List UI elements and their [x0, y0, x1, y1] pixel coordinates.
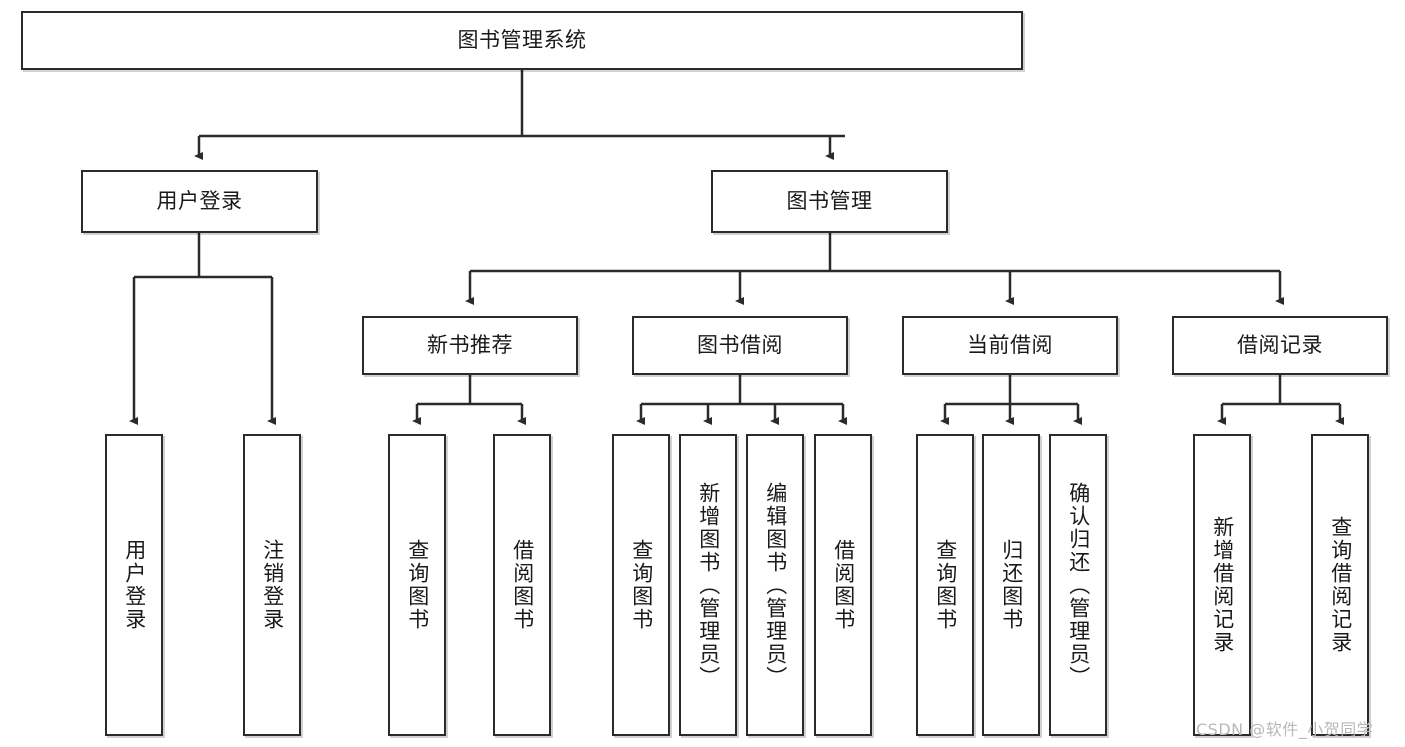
node-leaf-query-book-2[interactable]: 查询图书 — [612, 434, 670, 736]
node-leaf-query-book-2-label: 查询图书 — [629, 539, 654, 631]
node-leaf-user-login-label: 用户登录 — [122, 539, 147, 631]
node-leaf-logout-label: 注销登录 — [260, 539, 285, 631]
csdn-watermark: CSDN @软件_小贺同学 — [1196, 720, 1374, 739]
node-new-book-recommend[interactable]: 新书推荐 — [362, 316, 578, 375]
node-leaf-confirm-return[interactable]: 确认归还（管理员） — [1049, 434, 1107, 736]
node-leaf-query-book-1-label: 查询图书 — [405, 539, 430, 631]
node-leaf-confirm-return-label: 确认归还（管理员） — [1066, 481, 1091, 689]
node-borrow-record[interactable]: 借阅记录 — [1172, 316, 1388, 375]
node-user-login-label: 用户登录 — [156, 188, 243, 213]
node-book-borrow[interactable]: 图书借阅 — [632, 316, 848, 375]
node-leaf-add-book[interactable]: 新增图书（管理员） — [679, 434, 737, 736]
node-root-label: 图书管理系统 — [457, 27, 587, 52]
node-leaf-add-book-label: 新增图书（管理员） — [696, 481, 721, 689]
node-leaf-borrow-book-1-label: 借阅图书 — [510, 539, 535, 631]
node-leaf-borrow-book-1[interactable]: 借阅图书 — [493, 434, 551, 736]
node-leaf-edit-book-label: 编辑图书（管理员） — [763, 481, 788, 689]
node-leaf-query-book-1[interactable]: 查询图书 — [388, 434, 446, 736]
node-leaf-borrow-book-2[interactable]: 借阅图书 — [814, 434, 872, 736]
node-user-login[interactable]: 用户登录 — [81, 170, 318, 233]
node-book-borrow-label: 图书借阅 — [697, 332, 783, 357]
node-leaf-return-book[interactable]: 归还图书 — [982, 434, 1040, 736]
node-leaf-query-record[interactable]: 查询借阅记录 — [1311, 434, 1369, 736]
node-leaf-add-record[interactable]: 新增借阅记录 — [1193, 434, 1251, 736]
node-leaf-logout[interactable]: 注销登录 — [243, 434, 301, 736]
node-leaf-user-login[interactable]: 用户登录 — [105, 434, 163, 736]
node-leaf-query-book-3-label: 查询图书 — [933, 539, 958, 631]
node-leaf-return-book-label: 归还图书 — [999, 539, 1024, 631]
node-book-management[interactable]: 图书管理 — [711, 170, 948, 233]
node-leaf-add-record-label: 新增借阅记录 — [1210, 516, 1235, 654]
node-borrow-record-label: 借阅记录 — [1237, 332, 1323, 357]
node-current-borrow[interactable]: 当前借阅 — [902, 316, 1118, 375]
node-root[interactable]: 图书管理系统 — [21, 11, 1023, 70]
node-leaf-edit-book[interactable]: 编辑图书（管理员） — [746, 434, 804, 736]
node-new-book-recommend-label: 新书推荐 — [427, 332, 513, 357]
node-book-management-label: 图书管理 — [786, 188, 873, 213]
node-current-borrow-label: 当前借阅 — [967, 332, 1053, 357]
node-leaf-borrow-book-2-label: 借阅图书 — [831, 539, 856, 631]
node-leaf-query-record-label: 查询借阅记录 — [1328, 516, 1353, 654]
node-leaf-query-book-3[interactable]: 查询图书 — [916, 434, 974, 736]
